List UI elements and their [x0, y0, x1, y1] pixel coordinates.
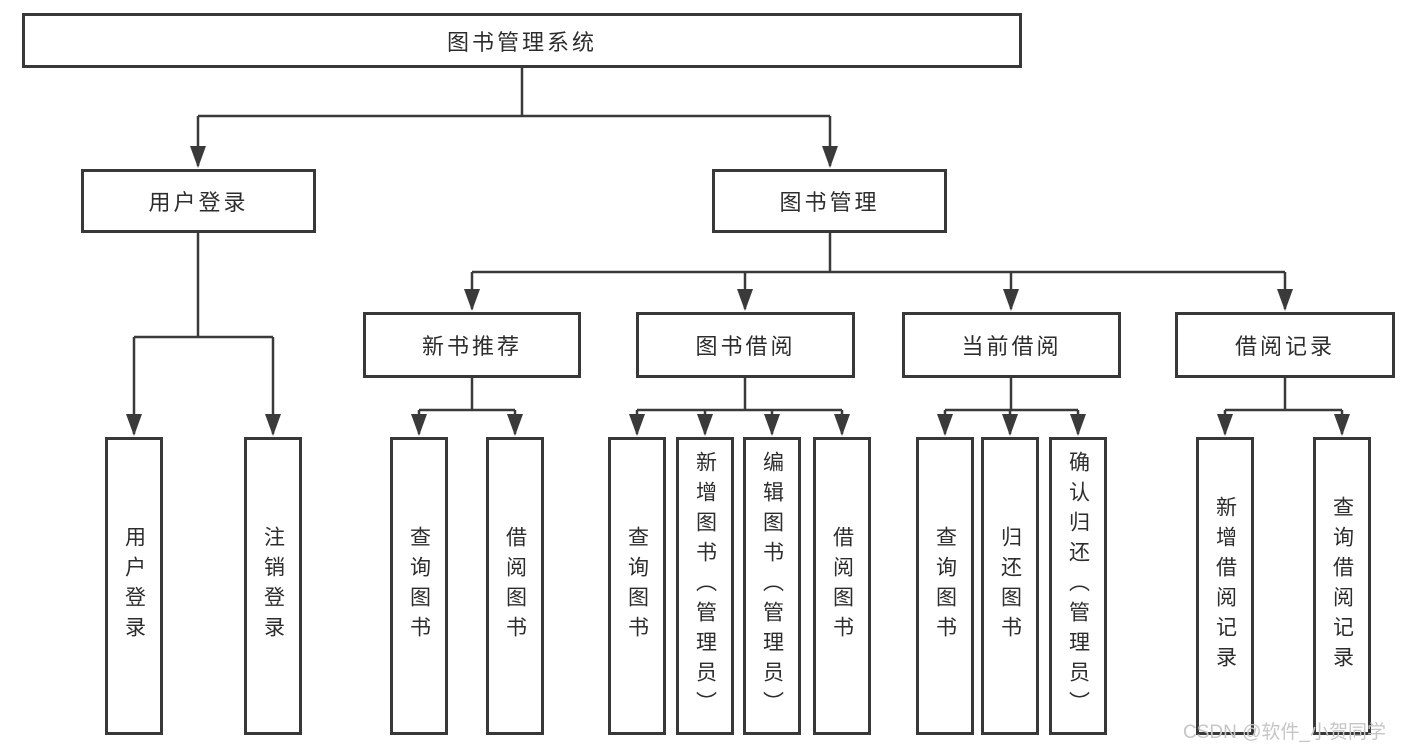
node-edit-book-admin: 编辑图书（管理员） [743, 437, 801, 735]
node-current-borrowing: 当前借阅 [902, 312, 1121, 378]
node-user-login-branch: 用户登录 [81, 169, 316, 233]
node-query-books-borrowing-label: 查询图书 [625, 526, 649, 646]
node-return-books: 归还图书 [981, 437, 1039, 735]
node-confirm-return-admin-label: 确认归还（管理员） [1066, 451, 1090, 721]
connectors-user-login [126, 233, 281, 436]
node-library-system-label: 图书管理系统 [446, 29, 597, 55]
node-add-book-admin-label: 新增图书（管理员） [693, 451, 717, 721]
node-borrowing-records: 借阅记录 [1175, 312, 1395, 378]
node-book-borrowing: 图书借阅 [636, 312, 855, 378]
node-query-borrow-record: 查询借阅记录 [1313, 437, 1371, 735]
node-book-management: 图书管理 [712, 169, 947, 233]
node-book-management-label: 图书管理 [779, 190, 880, 215]
node-borrow-books-borrowing-label: 借阅图书 [830, 526, 854, 646]
node-borrowing-records-label: 借阅记录 [1234, 334, 1335, 359]
node-borrow-books-recommend: 借阅图书 [486, 437, 544, 735]
node-logout-label: 注销登录 [261, 526, 285, 646]
node-user-login: 用户登录 [105, 437, 163, 735]
node-query-books-current-label: 查询图书 [933, 526, 957, 646]
node-borrow-books-borrowing: 借阅图书 [813, 437, 871, 735]
connectors-book-borrowing [629, 378, 850, 436]
node-add-borrow-record: 新增借阅记录 [1196, 437, 1254, 735]
connectors-current-borrowing [937, 378, 1086, 436]
node-query-books-current: 查询图书 [916, 437, 974, 735]
node-add-book-admin: 新增图书（管理员） [676, 437, 734, 735]
node-book-borrowing-label: 图书借阅 [695, 334, 796, 359]
node-new-book-recommendation: 新书推荐 [363, 312, 581, 378]
connectors-borrowing-records [1217, 378, 1350, 436]
node-logout: 注销登录 [244, 437, 302, 735]
node-borrow-books-recommend-label: 借阅图书 [503, 526, 527, 646]
connectors-new-book-recommendation [411, 378, 523, 436]
node-user-login-label: 用户登录 [122, 526, 146, 646]
node-user-login-branch-label: 用户登录 [148, 190, 249, 215]
node-library-system: 图书管理系统 [22, 13, 1022, 68]
node-current-borrowing-label: 当前借阅 [961, 334, 1062, 359]
connectors-root [190, 68, 838, 168]
node-query-borrow-record-label: 查询借阅记录 [1330, 496, 1354, 676]
watermark: CSDN @软件_小贺同学 [1183, 722, 1386, 743]
node-confirm-return-admin: 确认归还（管理员） [1049, 437, 1107, 735]
node-edit-book-admin-label: 编辑图书（管理员） [760, 451, 784, 721]
node-query-books-recommend-label: 查询图书 [407, 526, 431, 646]
node-return-books-label: 归还图书 [998, 526, 1022, 646]
node-query-books-recommend: 查询图书 [390, 437, 448, 735]
node-new-book-recommendation-label: 新书推荐 [421, 334, 522, 359]
node-query-books-borrowing: 查询图书 [608, 437, 666, 735]
connectors-book-management [464, 233, 1293, 311]
node-add-borrow-record-label: 新增借阅记录 [1213, 496, 1237, 676]
